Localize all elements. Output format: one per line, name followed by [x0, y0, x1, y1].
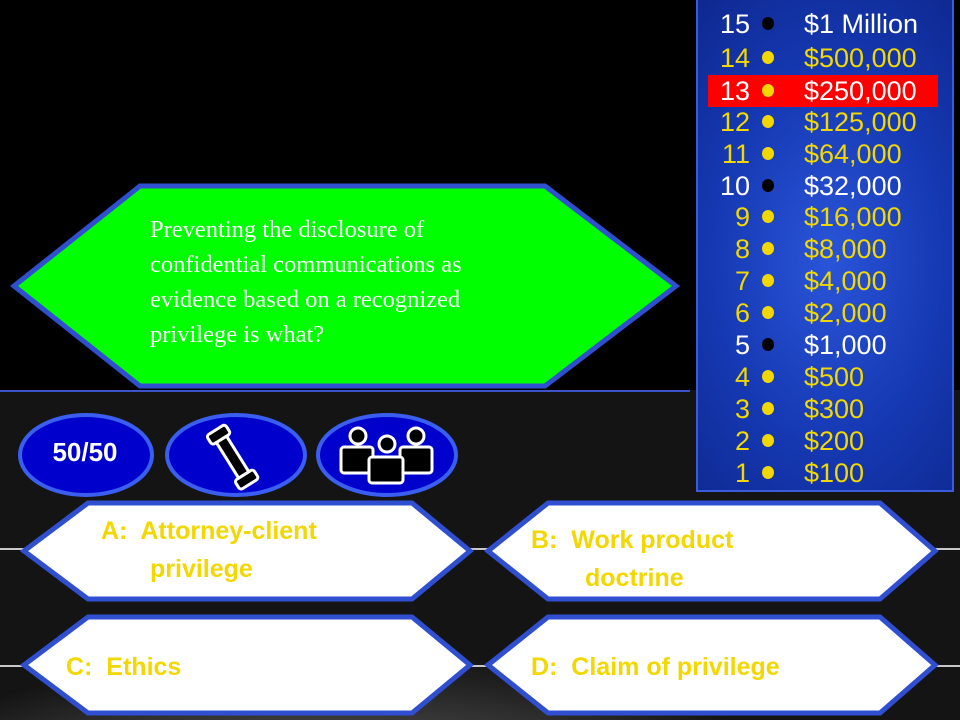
level-dot-icon — [762, 242, 774, 255]
level-number: 14 — [719, 43, 750, 73]
answer-a-text[interactable]: A: Attorney-client privilege — [101, 512, 317, 588]
level-row: 15 $1 Million — [698, 8, 956, 40]
money-ladder: 15 $1 Million 14 $500,000 13 $250,000 12… — [696, 0, 954, 492]
answer-c-shape[interactable] — [19, 614, 474, 716]
level-amount: $1,000 — [804, 330, 887, 360]
level-dot-icon — [762, 179, 774, 192]
level-number: 10 — [719, 171, 750, 201]
answer-a-shape[interactable] — [19, 500, 474, 602]
level-dot-icon — [762, 210, 774, 223]
answer-c-text[interactable]: C: Ethics — [66, 648, 181, 686]
level-amount: $4,000 — [804, 266, 887, 296]
level-row-current: 13 $250,000 — [708, 75, 938, 107]
level-row: 7 $4,000 — [698, 265, 956, 297]
level-amount: $64,000 — [804, 139, 902, 169]
question-line: privilege is what? — [150, 321, 325, 348]
level-row: 2 $200 — [698, 425, 956, 457]
level-number: 7 — [734, 266, 750, 296]
level-row: 12 $125,000 — [698, 106, 956, 138]
level-dot-icon — [762, 147, 774, 160]
level-amount: $500 — [804, 362, 865, 392]
level-amount: $16,000 — [804, 202, 902, 232]
level-dot-icon — [762, 466, 774, 479]
answer-b-text[interactable]: B: Work product doctrine — [531, 521, 733, 597]
question-text: Preventing the disclosure of confidentia… — [150, 212, 580, 352]
answer-a-line: Attorney-client — [140, 517, 317, 545]
answer-b-line: doctrine — [585, 564, 684, 592]
level-number: 12 — [719, 107, 750, 137]
phone-lifeline[interactable] — [165, 413, 307, 497]
level-amount: $1 Million — [804, 9, 919, 39]
answer-d-shape[interactable] — [483, 614, 939, 716]
level-row: 5 $1,000 — [698, 329, 956, 361]
audience-icon — [339, 426, 434, 485]
level-number: 8 — [734, 234, 750, 264]
level-number: 9 — [734, 202, 750, 232]
level-row: 8 $8,000 — [698, 233, 956, 265]
level-row: 3 $300 — [698, 393, 956, 425]
level-row: 9 $16,000 — [698, 201, 956, 233]
level-dot-icon — [762, 51, 774, 64]
answer-d-line: Claim of privilege — [571, 653, 780, 681]
level-number: 13 — [719, 76, 750, 106]
level-amount: $500,000 — [804, 43, 917, 73]
level-number: 2 — [734, 426, 750, 456]
level-amount: $300 — [804, 394, 865, 424]
level-dot-icon — [762, 370, 774, 383]
question-line: Preventing the disclosure of — [150, 216, 425, 243]
level-number: 3 — [734, 394, 750, 424]
level-dot-icon — [762, 17, 774, 30]
answer-b-line: Work product — [571, 526, 734, 554]
level-dot-icon — [762, 274, 774, 287]
answer-c-letter: C: — [66, 653, 93, 681]
phone-icon — [205, 423, 260, 491]
level-amount: $2,000 — [804, 298, 887, 328]
panel-divider — [0, 390, 690, 392]
level-number: 4 — [734, 362, 750, 392]
answer-c-line: Ethics — [106, 653, 182, 681]
answer-d-text[interactable]: D: Claim of privilege — [531, 648, 780, 686]
fifty-fifty-label: 50/50 — [52, 437, 118, 467]
level-dot-icon — [762, 115, 774, 128]
level-number: 6 — [734, 298, 750, 328]
answer-line-top — [0, 548, 960, 550]
question-line: confidential communications as — [150, 251, 462, 278]
level-row: 14 $500,000 — [698, 42, 956, 74]
fifty-fifty-lifeline[interactable] — [18, 413, 154, 497]
level-row: 1 $100 — [698, 457, 956, 489]
level-dot-icon — [762, 402, 774, 415]
level-dot-icon — [762, 338, 774, 351]
answer-b-letter: B: — [531, 526, 558, 554]
level-row: 11 $64,000 — [698, 138, 956, 170]
level-amount: $8,000 — [804, 234, 887, 264]
answer-line-bottom — [0, 665, 960, 667]
level-row: 4 $500 — [698, 361, 956, 393]
question-line: evidence based on a recognized — [150, 286, 461, 313]
level-amount: $100 — [804, 458, 865, 488]
answer-a-letter: A: — [101, 517, 128, 545]
level-amount: $200 — [804, 426, 865, 456]
level-dot-icon — [762, 84, 774, 97]
level-row: 10 $32,000 — [698, 170, 956, 202]
level-number: 11 — [721, 139, 750, 169]
level-amount: $125,000 — [804, 107, 917, 137]
level-amount: $250,000 — [804, 76, 917, 106]
level-dot-icon — [762, 434, 774, 447]
ask-audience-lifeline[interactable] — [316, 413, 458, 497]
answer-a-line: privilege — [150, 555, 253, 583]
level-row: 6 $2,000 — [698, 297, 956, 329]
level-amount: $32,000 — [804, 171, 902, 201]
answer-b-shape[interactable] — [483, 500, 939, 602]
level-dot-icon — [762, 306, 774, 319]
level-number: 1 — [734, 458, 750, 488]
answer-d-letter: D: — [531, 653, 558, 681]
level-number: 5 — [734, 330, 750, 360]
level-number: 15 — [719, 9, 750, 39]
